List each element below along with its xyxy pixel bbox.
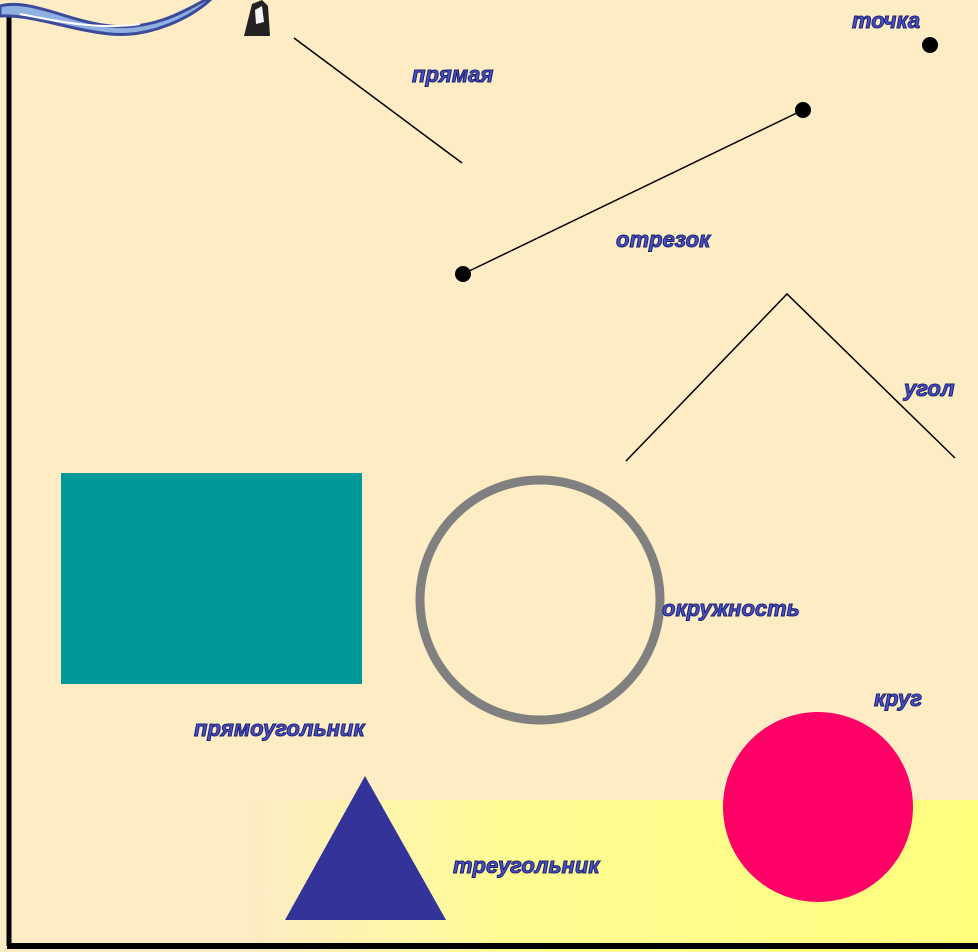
straight-line <box>294 38 462 163</box>
scroll-decoration-icon <box>0 0 270 36</box>
label-rectangle: прямоугольник <box>194 718 365 740</box>
triangle-shape <box>285 776 446 920</box>
label-point: точка <box>852 10 920 32</box>
label-circle-outline: окружность <box>662 598 800 620</box>
label-angle: угол <box>904 378 955 400</box>
segment-endpoint-right <box>795 102 811 118</box>
filled-disk-shape <box>723 712 913 902</box>
rectangle-shape <box>61 473 362 684</box>
circle-outline-shape <box>420 480 660 720</box>
label-segment: отрезок <box>616 229 710 251</box>
label-triangle: треугольник <box>453 855 599 877</box>
label-disk: круг <box>874 688 922 710</box>
segment-endpoint-left <box>455 266 471 282</box>
label-line: прямая <box>412 64 493 86</box>
point-dot <box>922 37 938 53</box>
